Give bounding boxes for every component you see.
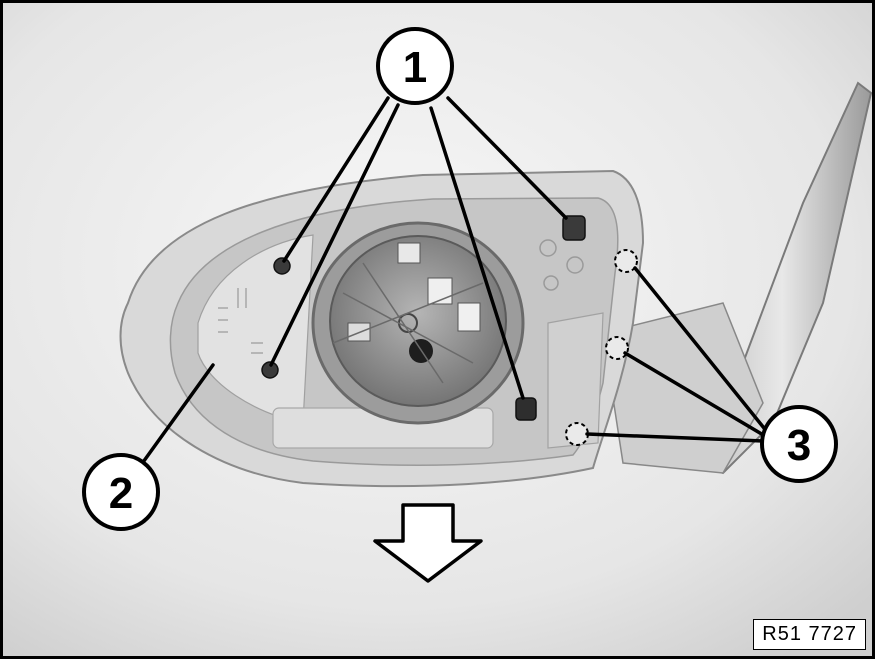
clip-panel — [547, 312, 604, 449]
callout-2-label: 2 — [109, 469, 133, 518]
down-arrow-icon — [373, 503, 483, 583]
clip-icon — [605, 336, 629, 360]
motor-internals — [332, 242, 484, 384]
callout-2: 2 — [82, 453, 160, 531]
callout-1-label: 1 — [403, 43, 427, 92]
callout-2-leader — [139, 363, 215, 467]
mirror-carrier-plate — [197, 234, 314, 424]
screw-icon — [515, 397, 537, 421]
screw-icon — [261, 361, 279, 379]
mirror-illustration: 1 2 3 — [3, 3, 872, 656]
embossed-markings — [218, 288, 263, 354]
screw-icon — [562, 215, 586, 241]
callout-3-leaders — [585, 266, 770, 443]
reference-code: R51 7727 — [753, 619, 866, 650]
callout-1-leaders — [269, 96, 568, 400]
callout-3-label: 3 — [787, 421, 811, 470]
clip-icon — [565, 422, 589, 446]
callout-1: 1 — [376, 27, 454, 105]
panel-markings — [539, 239, 584, 291]
screw-icon — [273, 257, 291, 275]
clip-icon — [614, 249, 638, 273]
callout-3: 3 — [760, 405, 838, 483]
